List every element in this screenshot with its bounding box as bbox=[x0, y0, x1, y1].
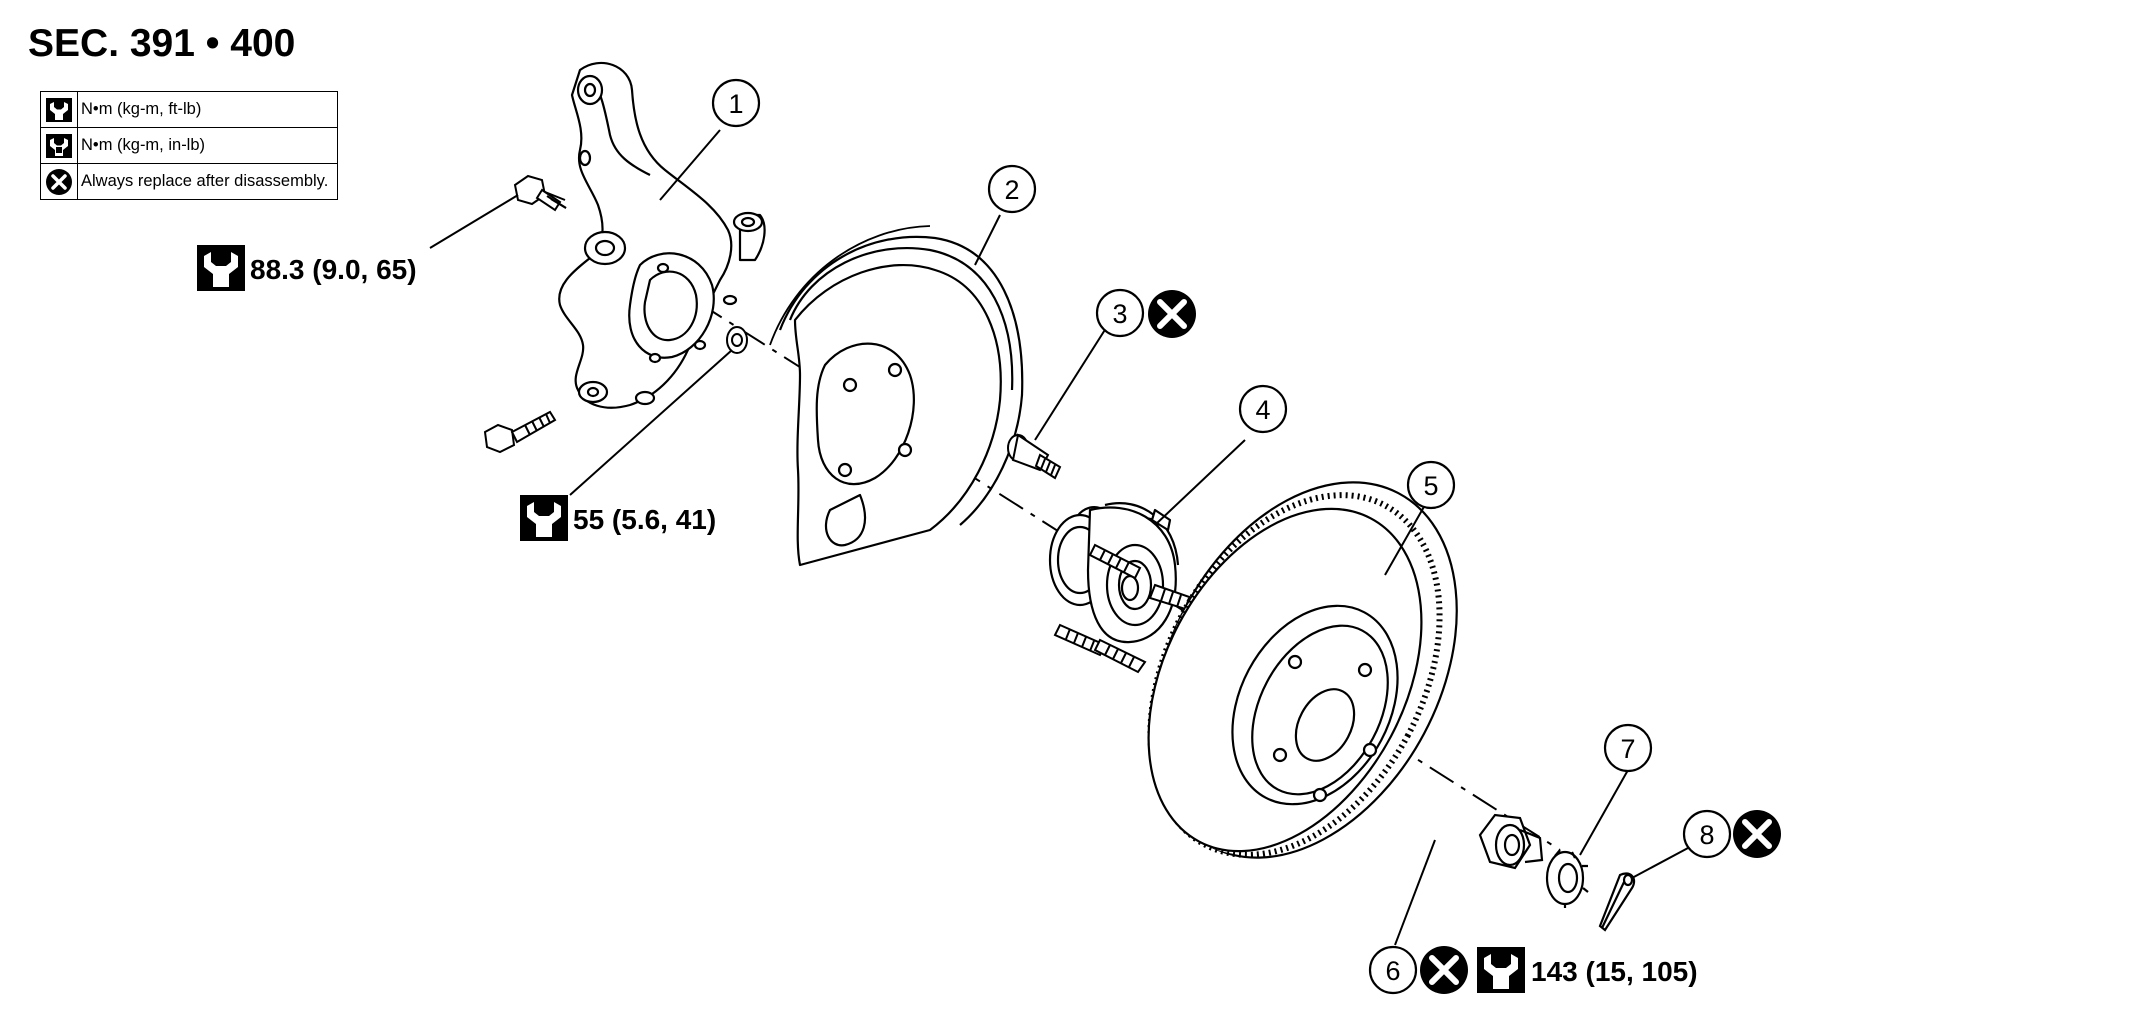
torque-callout-lower-bolt: 55 (5.6, 41) bbox=[520, 495, 716, 541]
lower-bolt bbox=[483, 410, 557, 454]
legend-text-ftlb: N•m (kg-m, ft-lb) bbox=[77, 91, 338, 128]
callout-part-3: 3 bbox=[1095, 288, 1145, 338]
svg-text:88.3 (9.0, 65): 88.3 (9.0, 65) bbox=[250, 254, 417, 285]
torque-callout-lock-nut: 143 (15, 105) bbox=[1477, 947, 1698, 993]
callout-part-7: 7 bbox=[1603, 723, 1653, 773]
replace-x-icon bbox=[46, 168, 72, 195]
svg-text:5: 5 bbox=[1423, 471, 1438, 501]
callout-part-8: 8 bbox=[1682, 809, 1732, 859]
part-6-lock-nut bbox=[1478, 813, 1544, 870]
callout-part-2: 2 bbox=[987, 164, 1037, 214]
svg-text:143 (15, 105): 143 (15, 105) bbox=[1531, 956, 1698, 987]
part-3-hub-bolt bbox=[1007, 433, 1062, 480]
upper-bolt bbox=[513, 174, 567, 212]
leader-lines bbox=[429, 129, 1689, 946]
torque-wrench-inlb-icon bbox=[46, 133, 72, 158]
svg-text:7: 7 bbox=[1620, 734, 1635, 764]
callout-part-1: 1 bbox=[711, 78, 761, 128]
svg-text:1: 1 bbox=[728, 89, 743, 119]
part-8-cotter-pin bbox=[1598, 872, 1636, 932]
svg-text:8: 8 bbox=[1699, 820, 1714, 850]
part-1-steering-knuckle bbox=[558, 61, 766, 409]
torque-callout-upper-bolt: 88.3 (9.0, 65) bbox=[197, 245, 417, 291]
replace-x-icon bbox=[1733, 810, 1781, 858]
legend-row-ftlb: N•m (kg-m, ft-lb) bbox=[40, 91, 338, 128]
svg-text:55 (5.6, 41): 55 (5.6, 41) bbox=[573, 504, 716, 535]
legend-table: N•m (kg-m, ft-lb) N•m (kg-m, in-lb) Alwa… bbox=[40, 91, 338, 200]
knuckle-nut bbox=[726, 326, 748, 354]
replace-x-icon bbox=[1420, 946, 1468, 994]
torque-wrench-icon bbox=[520, 495, 568, 541]
legend-text-replace: Always replace after disassembly. bbox=[77, 163, 338, 200]
callout-part-5: 5 bbox=[1406, 460, 1456, 510]
callout-part-6: 6 bbox=[1368, 945, 1418, 995]
part-2-baffle-plate bbox=[769, 225, 1024, 567]
legend-text-inlb: N•m (kg-m, in-lb) bbox=[77, 127, 338, 164]
torque-wrench-icon bbox=[197, 245, 245, 291]
svg-text:3: 3 bbox=[1112, 299, 1127, 329]
section-title: SEC. 391 • 400 bbox=[28, 22, 296, 65]
legend-row-replace: Always replace after disassembly. bbox=[40, 163, 338, 200]
svg-text:4: 4 bbox=[1255, 395, 1270, 425]
torque-wrench-icon bbox=[46, 97, 72, 122]
torque-wrench-icon bbox=[1477, 947, 1525, 993]
svg-text:2: 2 bbox=[1004, 175, 1019, 205]
part-4-wheel-hub-bearing bbox=[1048, 502, 1180, 644]
part-7-adjusting-cap bbox=[1545, 849, 1589, 908]
svg-text:6: 6 bbox=[1385, 956, 1400, 986]
legend-row-inlb: N•m (kg-m, in-lb) bbox=[40, 127, 338, 164]
part-number-callouts: 1 2 3 4 5 6 7 8 bbox=[711, 78, 1732, 995]
replace-x-icon bbox=[1148, 290, 1196, 338]
callout-part-4: 4 bbox=[1238, 384, 1288, 434]
part-5-disc-rotor bbox=[1147, 481, 1458, 859]
